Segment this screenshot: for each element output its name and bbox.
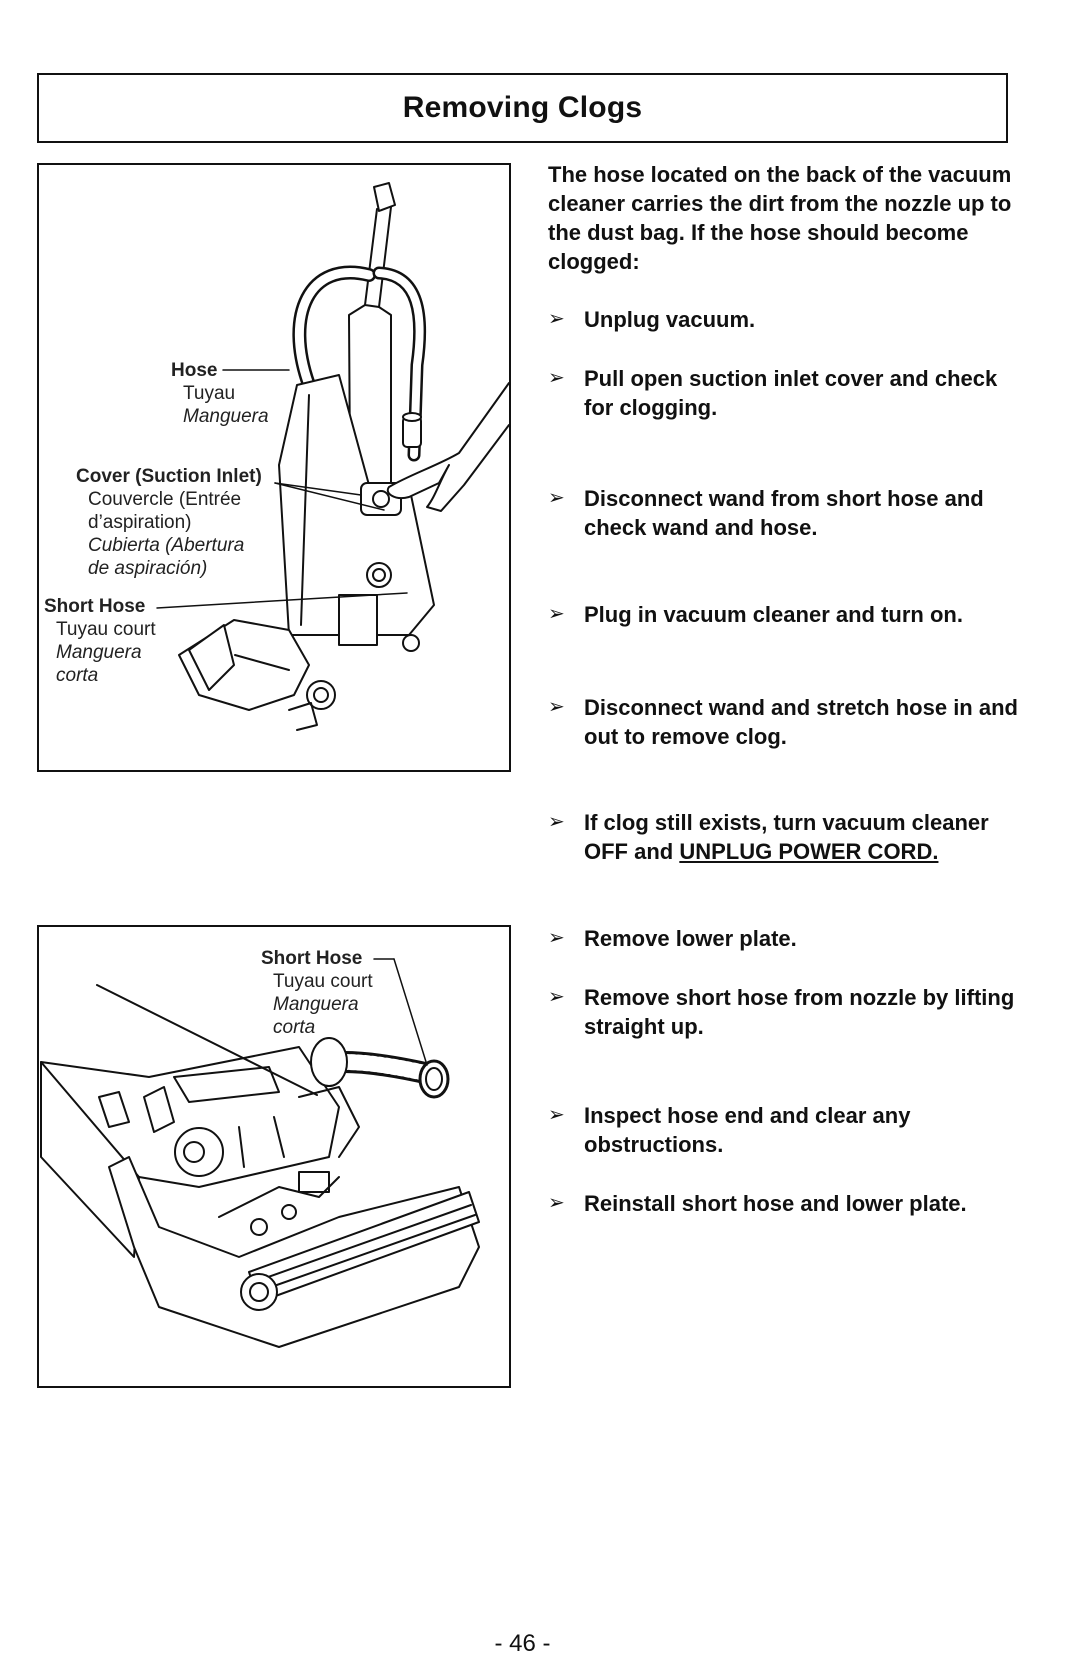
step-text: If clog still exists, turn vacuum cleane… [584,808,1028,866]
callout-short-hose-1: Short Hose Tuyau court Manguera corta [44,595,156,687]
step-text: Reinstall short hose and lower plate. [584,1191,967,1216]
figure-vacuum-back: Hose Tuyau Manguera Cover (Suction Inlet… [37,163,511,772]
vacuum-back-illustration [156,182,509,731]
callout-short-hose-2: Short Hose Tuyau court Manguera corta [261,947,373,1039]
step-8: ➢ Remove short hose from nozzle by lifti… [548,983,1028,1041]
step-10: ➢ Reinstall short hose and lower plate. [548,1189,1028,1218]
label-short-hose-2-es-2: corta [273,1017,316,1038]
label-hose-fr: Tuyau [183,383,236,404]
arrow-icon: ➢ [548,367,565,389]
arrow-icon: ➢ [548,811,565,833]
intro-paragraph: The hose located on the back of the vacu… [548,162,1012,274]
nozzle-underside-illustration [40,958,480,1348]
step-text: Inspect hose end and clear any obstructi… [584,1103,911,1157]
label-short-hose-es-1: Manguera [56,642,142,663]
arrow-icon: ➢ [548,487,565,509]
step-5: ➢ Disconnect wand and stretch hose in an… [548,693,1028,751]
step-text-main: If clog still exists, turn vacuum cleane… [584,810,989,864]
label-short-hose-2-en: Short Hose [261,948,363,969]
step-7: ➢ Remove lower plate. [548,924,1028,953]
figure-nozzle-underside: Short Hose Tuyau court Manguera corta [37,925,511,1388]
arrow-icon: ➢ [548,603,565,625]
step-text: Pull open suction inlet cover and check … [584,366,998,420]
arrow-icon: ➢ [548,986,565,1008]
label-short-hose-en: Short Hose [44,596,146,617]
label-hose-es: Manguera [183,406,269,427]
step-9: ➢ Inspect hose end and clear any obstruc… [548,1101,1028,1159]
page-number: - 46 - [494,1630,551,1657]
step-text: Remove short hose from nozzle by lifting… [584,985,1015,1039]
step-6: ➢ If clog still exists, turn vacuum clea… [548,808,1028,866]
arrow-icon: ➢ [548,696,565,718]
label-cover-es-2: de aspiración) [88,558,208,579]
step-text: Disconnect wand and stretch hose in and … [584,695,1018,749]
step-text: Plug in vacuum cleaner and turn on. [584,602,963,627]
step-3: ➢ Disconnect wand from short hose and ch… [548,484,1028,542]
step-2: ➢ Pull open suction inlet cover and chec… [548,364,1028,422]
step-1: ➢ Unplug vacuum. [548,305,1028,334]
label-hose-en: Hose [171,360,218,381]
label-cover-en: Cover (Suction Inlet) [76,466,262,487]
arrow-icon: ➢ [548,927,565,949]
step-4: ➢ Plug in vacuum cleaner and turn on. [548,600,1028,629]
step-text: Unplug vacuum. [584,307,756,332]
step-text: Remove lower plate. [584,926,797,951]
page-title: Removing Clogs [402,91,643,124]
label-short-hose-es-2: corta [56,665,99,686]
label-cover-fr-1: Couvercle (Entrée [88,489,242,510]
label-cover-fr-2: d’aspiration) [88,512,192,533]
arrow-icon: ➢ [548,308,565,330]
callout-hose: Hose Tuyau Manguera [171,359,269,428]
arrow-icon: ➢ [548,1104,565,1126]
title-box: Removing Clogs [37,73,1008,143]
arrow-icon: ➢ [548,1192,565,1214]
label-cover-es-1: Cubierta (Abertura [88,535,245,556]
label-short-hose-2-es-1: Manguera [273,994,359,1015]
callout-suction-inlet-cover: Cover (Suction Inlet) Couvercle (Entrée … [76,465,262,580]
step-text-underlined: UNPLUG POWER CORD. [679,839,939,864]
step-text: Disconnect wand from short hose and chec… [584,486,984,540]
label-short-hose-2-fr: Tuyau court [273,971,373,992]
label-short-hose-fr: Tuyau court [56,619,156,640]
